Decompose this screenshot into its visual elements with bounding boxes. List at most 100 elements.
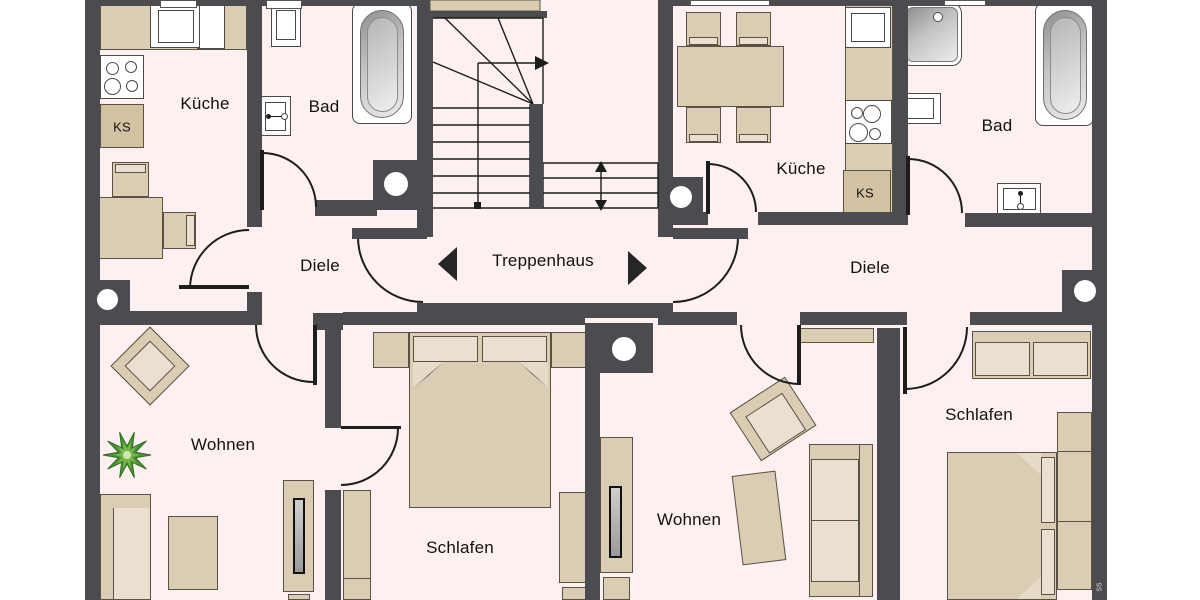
wall [247,0,262,227]
wall [302,0,417,6]
washbasin-bowl [904,98,934,119]
toilet-flush-icon [269,116,283,117]
bathtub [1035,3,1094,126]
sofa-seat [1033,342,1088,376]
double-bed [409,332,551,508]
fridge-label-right: KS [856,185,874,201]
room-label-wohnen-right: Wohnen [656,510,722,529]
shower-drain [933,12,943,22]
wall [315,200,377,216]
chair [686,107,721,143]
stair-up-arrow-icon [535,56,549,70]
toilet-flush-icon [1017,203,1024,210]
stair-wall [530,104,543,208]
door-leaf [341,426,401,429]
chimney-circle [97,289,118,310]
stove [100,55,144,99]
chimney-circle [670,186,692,208]
watermark-text: ss [1093,582,1104,592]
wall [658,0,690,6]
window [266,0,302,9]
bathtub-basin [1043,10,1087,120]
wardrobe-divider [1058,521,1091,522]
fridge [100,104,144,148]
sofa-divider [812,520,859,521]
window [944,0,986,6]
shower [901,3,962,66]
nightstand [551,332,586,368]
chair-back [186,215,195,246]
bathtub-inner [1050,17,1081,114]
wall [970,312,1092,325]
cabinet [603,577,630,600]
kitchen-sink [845,7,891,48]
window [690,0,770,6]
stair-down-arrow-icon [595,200,607,211]
washbasin-bowl [276,10,296,40]
room-label-diele-right: Diele [850,258,890,277]
door-leaf [903,327,907,394]
toilet-flush-icon [266,114,271,119]
arrow-left-icon [438,247,457,281]
wall [417,303,673,318]
wall [325,330,341,428]
double-bed [947,452,1057,600]
toilet [260,96,291,136]
pillow [482,336,547,362]
chair-back [739,134,768,142]
blanket-fold [1017,577,1041,599]
wall [417,0,433,237]
burner [863,105,881,123]
burner [869,128,881,140]
burner [125,61,137,73]
wardrobe [343,490,371,600]
coffee-table [168,516,218,590]
kitchen-sink-basin [851,13,885,42]
chimney-circle [384,172,408,196]
wall [673,312,737,325]
kitchen-sink [150,3,200,48]
chair [736,107,771,143]
burner [106,62,119,75]
stair-arrow-icon [595,161,607,172]
room-label-diele-left: Diele [300,256,340,275]
wall [585,323,600,600]
staircase [427,0,659,211]
chair [112,162,149,197]
wall [800,312,907,325]
pillow [1041,457,1055,523]
door-leaf [313,325,317,385]
window [160,0,197,8]
burner [104,78,121,95]
chair [736,12,771,46]
nightstand [373,332,409,368]
sofa [100,494,151,600]
chimney-circle [1074,280,1096,302]
stairwell-label: Treppenhaus [492,251,594,270]
door-leaf [906,156,910,215]
wardrobe [562,587,587,600]
door-leaf [179,285,249,289]
walkline-start [474,202,481,209]
room-label-bad-right: Bad [981,116,1013,135]
burner [849,123,868,142]
door-leaf [673,228,748,239]
shower-tray [906,7,958,62]
chair [686,12,721,46]
wall [758,212,893,225]
kitchen-table [99,197,163,259]
bathtub-basin [360,10,404,118]
wall [965,213,1092,227]
washbasin [271,3,301,47]
wall [85,0,160,6]
stair-landing [429,0,541,12]
stove [845,100,892,144]
sofa-seat [113,508,150,599]
arrow-right-icon [628,251,647,285]
chimney-circle [612,337,636,361]
toilet [997,183,1041,214]
burner [851,107,863,119]
sofa [809,444,873,597]
sofa-seat [975,342,1030,376]
room-label-kueche-left: Küche [180,94,230,113]
